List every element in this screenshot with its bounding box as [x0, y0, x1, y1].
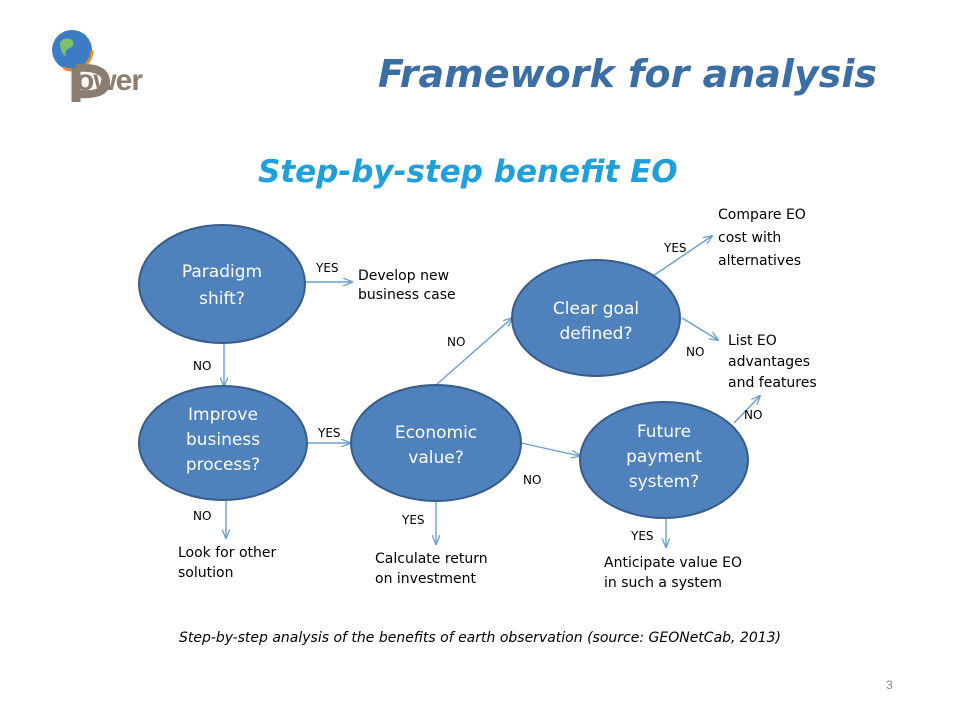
node-label-line: value?: [408, 448, 463, 468]
node-clear-goal: Clear goal defined?: [511, 259, 681, 377]
node-improve-business: Improve business process?: [138, 385, 308, 501]
edge-label-no: NO: [193, 509, 211, 523]
edge-economic-future: [520, 442, 580, 456]
edge-label-no: NO: [523, 473, 541, 487]
edge-label-yes: YES: [663, 241, 687, 255]
node-label-line: business: [186, 430, 260, 450]
globe-icon: [50, 28, 111, 102]
edge-label-no: NO: [686, 345, 704, 359]
node-label-line: Improve: [188, 405, 258, 425]
node-label-line: Economic: [395, 423, 477, 443]
edge-label-no: NO: [193, 359, 211, 373]
node-label-line: process?: [186, 455, 260, 475]
edge-label-yes: YES: [630, 529, 654, 543]
node-label-line: system?: [629, 472, 699, 492]
edge-goal-compare: [643, 236, 712, 283]
edge-label-no: NO: [744, 408, 762, 422]
node-label-line: defined?: [559, 324, 632, 344]
node-economic-value: Economic value?: [350, 384, 522, 502]
slide-title: Framework for analysis: [378, 52, 877, 96]
diagram-subtitle: Step-by-step benefit EO: [258, 154, 678, 190]
edge-label-yes: YES: [401, 513, 425, 527]
node-future-payment: Future payment system?: [579, 401, 749, 519]
edge-label-yes: YES: [315, 261, 339, 275]
edge-label-yes: YES: [317, 426, 341, 440]
node-label-line: payment: [626, 447, 702, 467]
node-label-line: Clear goal: [553, 299, 639, 319]
node-label-line: shift?: [199, 289, 245, 309]
flow-edges: [224, 236, 760, 547]
node-paradigm-shift: Paradigm shift?: [138, 224, 306, 344]
edge-goal-list: [681, 317, 718, 340]
node-label-line: Future: [637, 422, 691, 442]
edge-label-no: NO: [447, 335, 465, 349]
edge-economic-goal: [435, 318, 512, 386]
logo-text: ower: [76, 64, 143, 97]
company-logo: [38, 28, 178, 108]
node-label-line: Paradigm: [182, 262, 262, 282]
figure-caption: Step-by-step analysis of the benefits of…: [178, 630, 782, 646]
page-number: 3: [886, 678, 893, 692]
edge-future-list: [733, 396, 760, 424]
